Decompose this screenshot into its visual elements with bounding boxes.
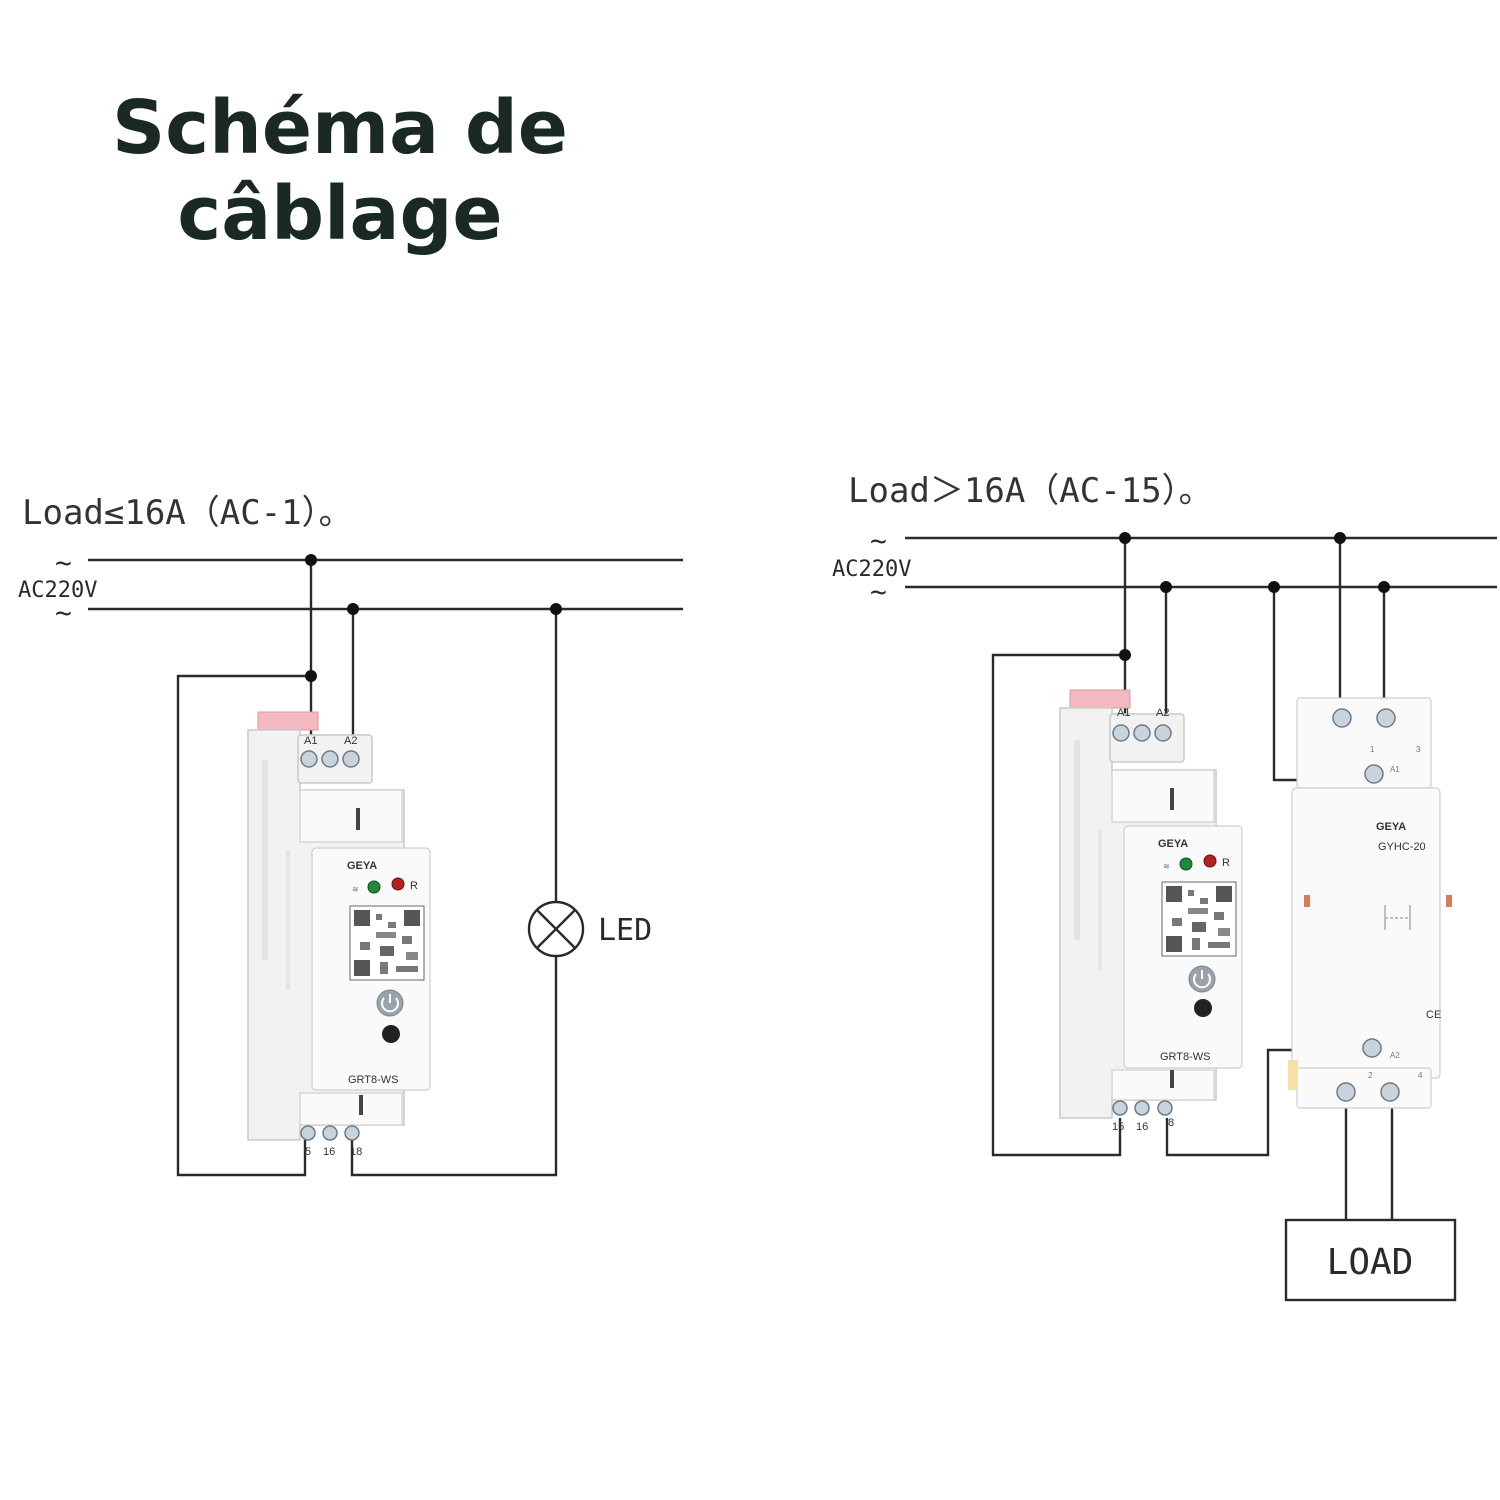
left-heading: Load≤16A（AC-1）。 <box>22 493 353 533</box>
left-junction <box>347 603 359 615</box>
right-terminal-label-8: 8 <box>1168 1117 1174 1129</box>
right-screw-terminal <box>1134 1100 1150 1116</box>
load-label: LOAD <box>1327 1242 1414 1283</box>
right-screw-terminal <box>1112 1100 1128 1116</box>
contactor-screw-terminal <box>1364 764 1384 784</box>
left-power-button-icon <box>376 989 404 1017</box>
right-junction <box>1334 532 1346 544</box>
contactor-schematic-icon <box>1384 905 1411 930</box>
right-terminal-label-a2: A2 <box>1156 707 1169 719</box>
contactor-screw-terminal <box>1380 1082 1400 1102</box>
lamp-symbol <box>527 900 585 958</box>
left-junction <box>305 554 317 566</box>
left-junction <box>305 670 317 682</box>
left-screw-terminal <box>344 1125 360 1141</box>
left-wire-common <box>176 674 311 1177</box>
right-relay-brand: GEYA <box>1158 838 1188 850</box>
contactor-screw-terminal <box>1376 708 1396 728</box>
right-relay-device: GEYA ≋ R GRT8-WS A1 A2 15 16 8 <box>1059 689 1243 1133</box>
contactor-label-a2: A2 <box>1390 1051 1400 1060</box>
right-screw-terminal <box>1112 724 1130 742</box>
contactor-brand: GEYA <box>1376 821 1406 833</box>
right-screw-terminal <box>1154 724 1172 742</box>
right-reset-button <box>1194 999 1212 1017</box>
load-box <box>1284 1218 1457 1302</box>
contactor-screw-terminal <box>1336 1082 1356 1102</box>
left-junction <box>550 603 562 615</box>
left-screw-terminal <box>322 1125 338 1141</box>
right-wire-common <box>991 653 1125 1157</box>
right-qr-code <box>1161 881 1237 957</box>
left-terminal-label-5: 5 <box>305 1146 311 1158</box>
page-title-line2: câblage <box>177 171 503 257</box>
right-junction <box>1119 649 1131 661</box>
wifi-icon: ≋ <box>1163 862 1170 871</box>
right-tilde-bottom: ~ <box>870 575 887 608</box>
right-screw-terminal <box>1133 724 1151 742</box>
left-screw-terminal <box>300 750 318 768</box>
right-voltage-label: AC220V <box>832 557 911 582</box>
right-junction <box>1160 581 1172 593</box>
left-reset-button <box>382 1025 400 1043</box>
lamp-label: LED <box>598 913 652 948</box>
right-power-button-icon <box>1188 965 1216 993</box>
left-voltage-label: AC220V <box>18 578 97 603</box>
left-r-label: R <box>410 880 418 892</box>
contactor-label-4: 4 <box>1418 1071 1423 1080</box>
contactor-label-3: 3 <box>1416 745 1421 754</box>
contactor-device: 1 3 A1 A2 2 4 GEYA GYHC-20 CE <box>1288 697 1452 1109</box>
contactor-label-1: 1 <box>1370 745 1375 754</box>
left-qr-code <box>349 905 425 981</box>
right-diagram: Load＞16A（AC-15）。 ~ AC220V ~ <box>832 471 1497 1302</box>
left-screw-terminal <box>342 750 360 768</box>
left-wire-lamp-bottom <box>350 955 558 1177</box>
left-relay-brand: GEYA <box>347 860 377 872</box>
left-screw-terminal <box>300 1125 316 1141</box>
page-title-line1: Schéma de <box>112 85 568 171</box>
right-tilde-top: ~ <box>870 524 887 557</box>
contactor-label-2: 2 <box>1368 1071 1373 1080</box>
right-status-led-red <box>1203 854 1217 868</box>
ce-mark-icon: CE <box>1426 1009 1441 1021</box>
contactor-screw-terminal <box>1362 1038 1382 1058</box>
right-r-label: R <box>1222 857 1230 869</box>
right-junction <box>1268 581 1280 593</box>
left-tilde-bottom: ~ <box>55 596 72 629</box>
contactor-screw-terminal <box>1332 708 1352 728</box>
right-terminal-label-a1: A1 <box>1117 707 1130 719</box>
left-status-led-red <box>391 877 405 891</box>
right-status-led-green <box>1179 857 1193 871</box>
left-relay-model: GRT8-WS <box>348 1074 399 1086</box>
right-junction <box>1119 532 1131 544</box>
wifi-icon: ≋ <box>352 885 359 894</box>
contactor-label-a1: A1 <box>1390 765 1400 774</box>
right-junction <box>1378 581 1390 593</box>
left-screw-terminal <box>321 750 339 768</box>
contactor-model: GYHC-20 <box>1378 841 1426 853</box>
left-status-led-green <box>367 880 381 894</box>
left-terminal-label-a2: A2 <box>344 735 357 747</box>
left-terminal-label-16: 16 <box>323 1146 335 1158</box>
right-heading: Load＞16A（AC-15）。 <box>848 471 1213 511</box>
right-screw-terminal <box>1157 1100 1173 1116</box>
left-diagram: Load≤16A（AC-1）。 ~ AC220V ~ LED <box>18 493 683 1177</box>
right-terminal-label-15: 15 <box>1112 1121 1124 1133</box>
left-tilde-top: ~ <box>55 546 72 579</box>
left-relay-device: GEYA ≋ R GRT8-WS A1 A2 5 16 <box>247 711 431 1158</box>
right-terminal-label-16: 16 <box>1136 1121 1148 1133</box>
left-terminal-label-18: 18 <box>350 1146 362 1158</box>
right-relay-model: GRT8-WS <box>1160 1051 1211 1063</box>
left-terminal-label-a1: A1 <box>304 735 317 747</box>
page-title: Schéma de câblage <box>100 85 580 257</box>
